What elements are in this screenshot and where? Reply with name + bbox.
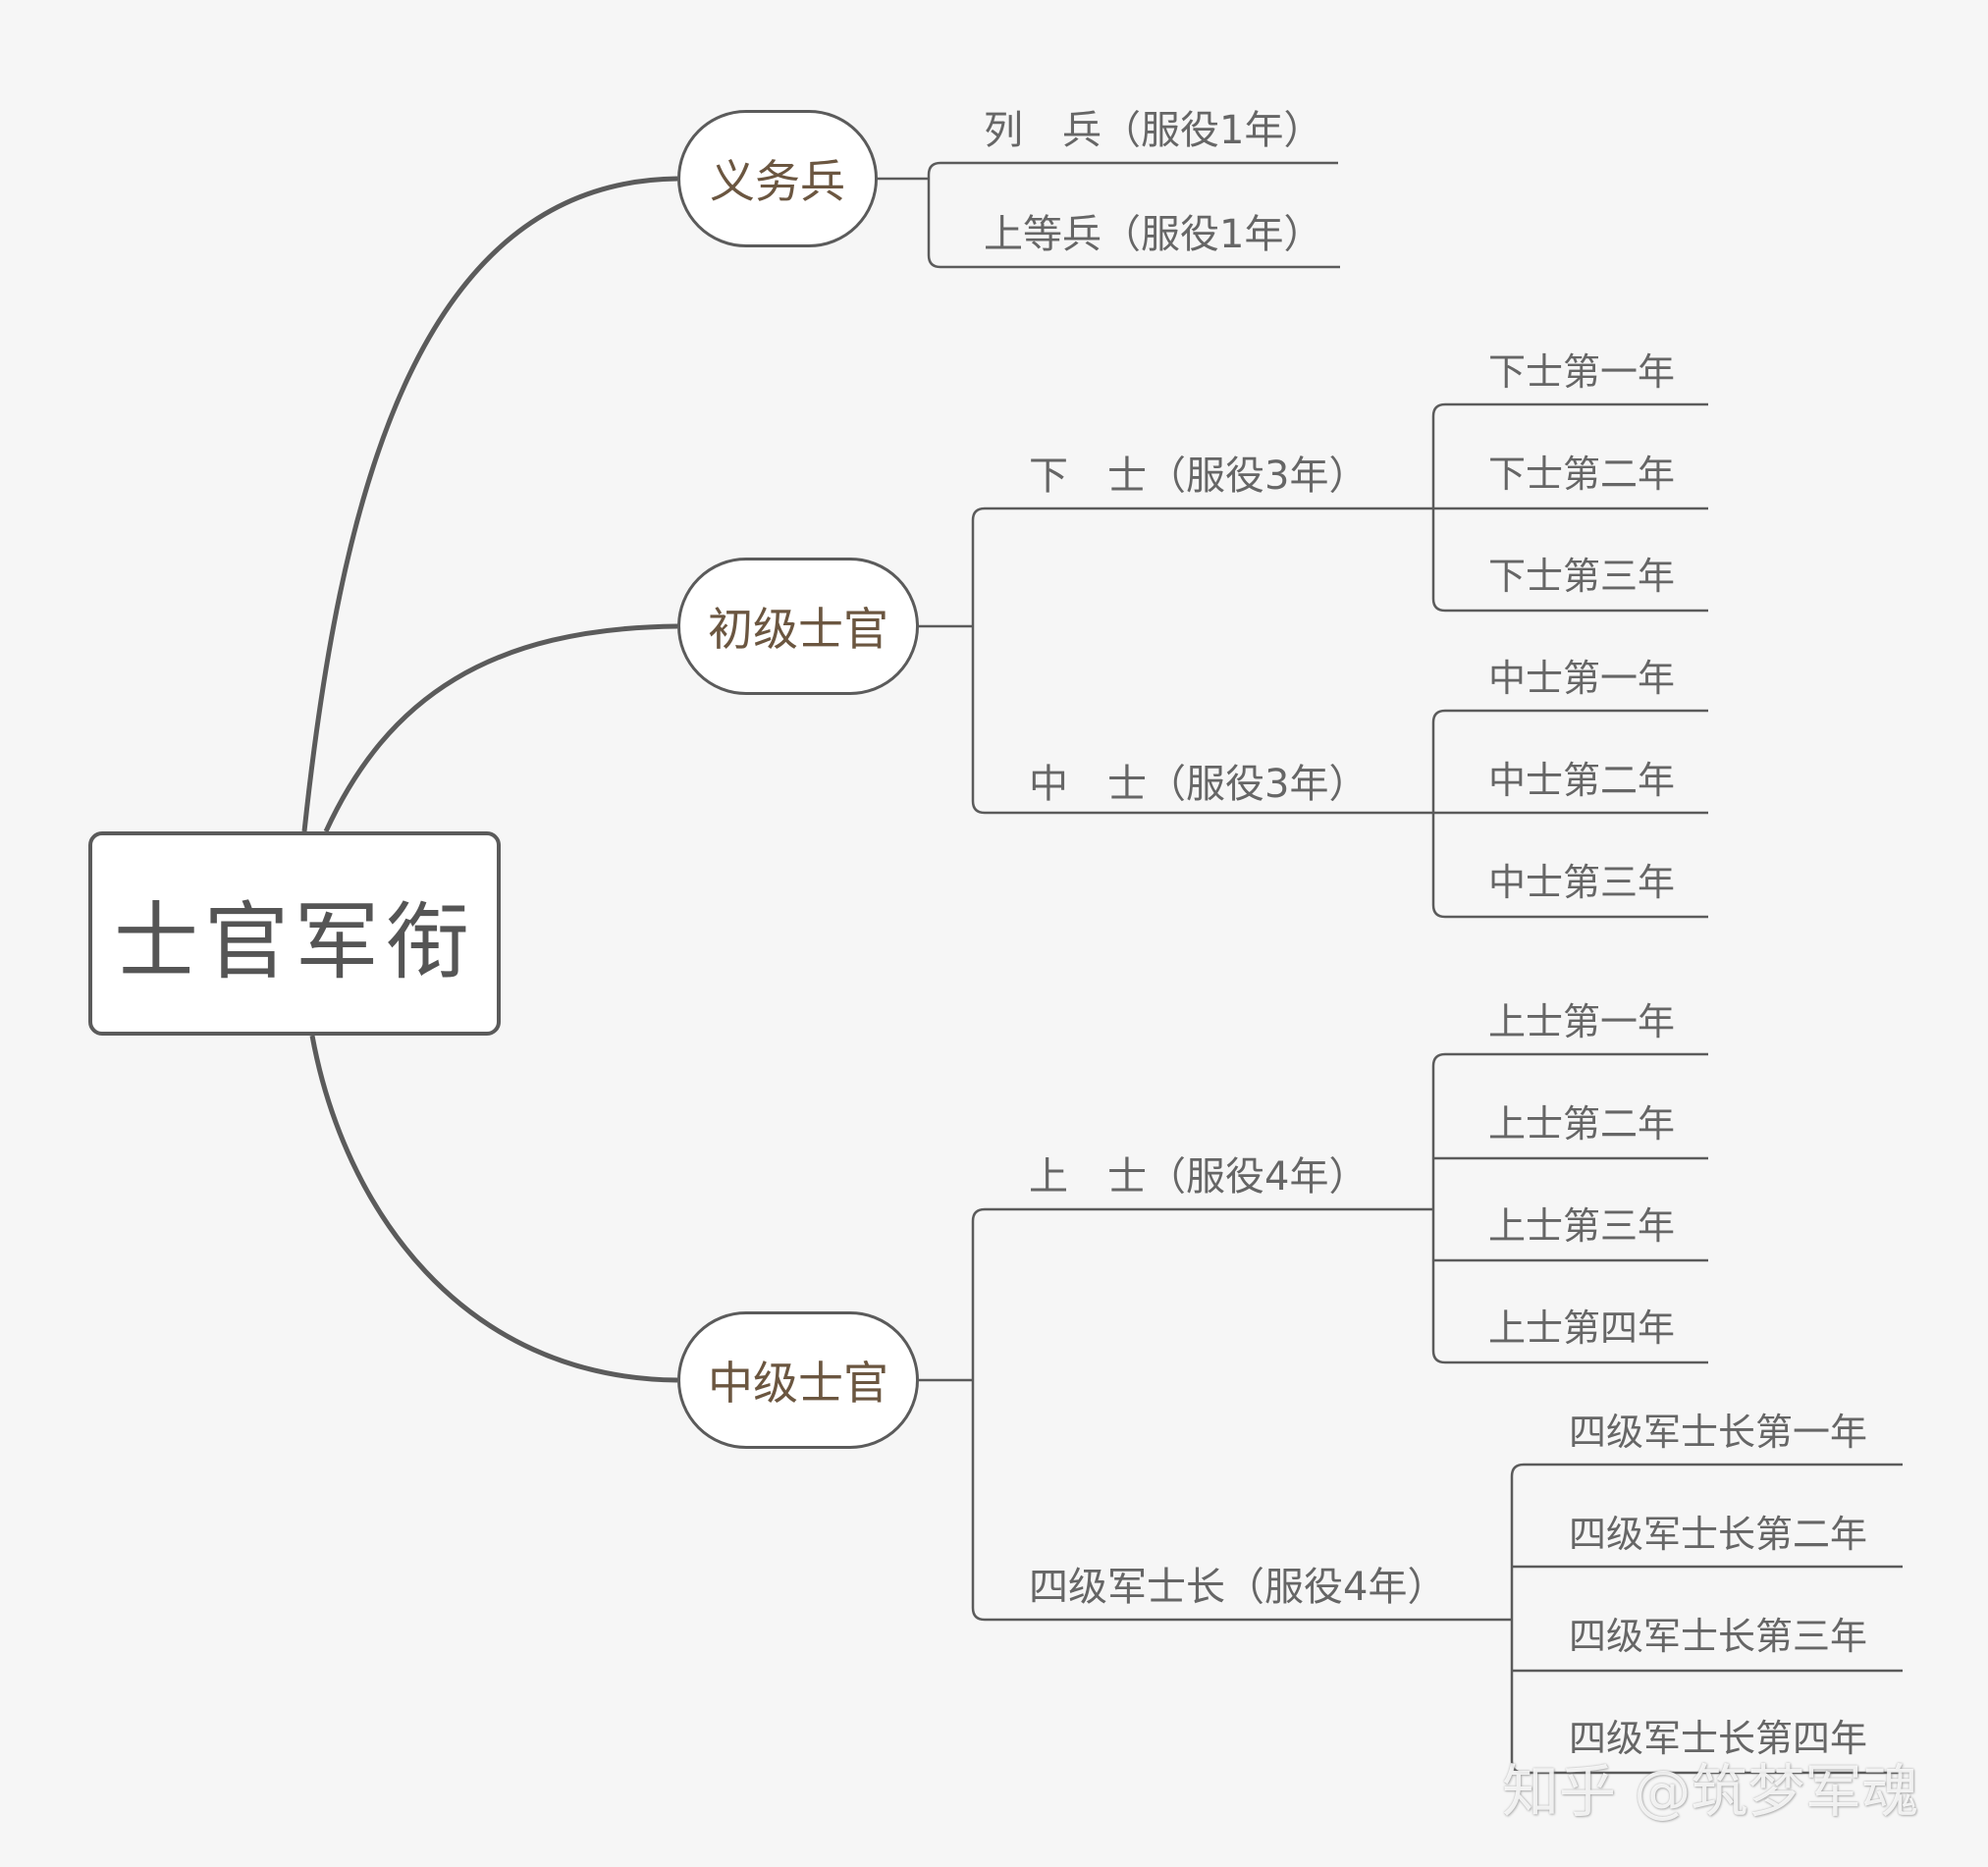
watermark: 知乎 @筑梦军魂	[1502, 1758, 1919, 1825]
year-label: 上士第三年	[1488, 1204, 1676, 1248]
root-label: 士官军衔	[114, 892, 475, 991]
curve-to-conscript	[301, 176, 678, 832]
year-label: 下士第二年	[1488, 453, 1676, 496]
year-label: 中士第一年	[1488, 657, 1676, 700]
year-label: 四级军士长第三年	[1569, 1615, 1868, 1658]
curve-to-junior-nco	[323, 623, 678, 833]
rank-label-staff-sergeant: 上 士（服役4年）	[1029, 1154, 1369, 1200]
bracket-staff-sergeant-years	[1431, 1052, 1708, 1364]
year-label: 四级军士长第二年	[1569, 1513, 1868, 1556]
branch-label: 中级士官	[708, 1357, 888, 1410]
year-label: 四级军士长第四年	[1569, 1717, 1868, 1760]
year-label: 中士第三年	[1488, 861, 1676, 904]
year-label: 上士第一年	[1488, 1000, 1676, 1043]
bracket-conscript	[927, 161, 1340, 269]
rank-label-private-first-class: 上等兵（服役1年）	[984, 212, 1323, 257]
year-label: 下士第一年	[1488, 350, 1676, 394]
rank-label-sergeant-major-4: 四级军士长（服役4年）	[1029, 1565, 1447, 1610]
year-label: 中士第二年	[1488, 759, 1676, 802]
year-label: 下士第三年	[1488, 555, 1676, 598]
bracket-sergeant-years	[1431, 709, 1708, 919]
year-label: 上士第二年	[1488, 1102, 1676, 1146]
branch-node-middle-nco: 中级士官	[677, 1311, 919, 1449]
year-label: 四级军士长第一年	[1569, 1411, 1868, 1454]
bracket-sergeant-major-years	[1510, 1463, 1903, 1775]
curve-to-middle-nco	[309, 1035, 678, 1383]
branch-label: 义务兵	[710, 155, 845, 208]
branch-label: 初级士官	[708, 603, 888, 656]
branch-node-conscript: 义务兵	[677, 110, 878, 247]
year-label: 上士第四年	[1488, 1307, 1676, 1350]
branch-node-junior-nco: 初级士官	[677, 558, 919, 695]
bracket-middle-nco	[971, 1207, 1512, 1622]
root-node: 士官军衔	[88, 831, 501, 1036]
bracket-junior-nco	[971, 507, 1433, 815]
rank-label-private: 列 兵（服役1年）	[984, 108, 1323, 153]
rank-label-corporal: 下 士（服役3年）	[1029, 453, 1369, 499]
rank-label-sergeant: 中 士（服役3年）	[1029, 762, 1369, 807]
bracket-corporal-years	[1431, 402, 1708, 613]
